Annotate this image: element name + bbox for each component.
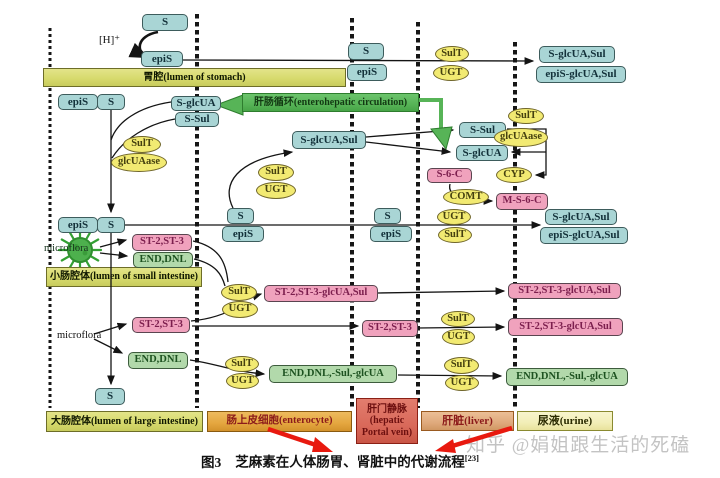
node-st23-conj-portal: ST-2,ST-3-glcUA,Sul (264, 285, 378, 302)
portal-vein-line2: (hepatic (369, 415, 405, 427)
node-enddnl-si-lumen: END,DNL (133, 252, 193, 268)
node-s-glcua-sul-urine-upper: S-glcUA,Sul (539, 46, 615, 63)
enzyme-comt-liver: COMT (443, 189, 489, 205)
node-epis-glcua-sul-urine-upper: epiS-glcUA,Sul (536, 66, 626, 83)
urine-bar: 尿液(urine) (517, 411, 613, 431)
enzyme-sult-liver-inner: SulT (508, 108, 544, 124)
enzyme-ugt-liver-low2: UGT (445, 375, 479, 391)
enzyme-ugt-liver-low1: UGT (442, 329, 475, 345)
node-ms6c-liver: M-S-6-C (496, 193, 548, 210)
node-epis-portal-upper: epiS (347, 64, 387, 81)
node-st23-portal: ST-2,ST-3 (362, 320, 418, 337)
enterohepatic-circulation-bar: 肝肠循环(enterohepatic circulation) (242, 93, 419, 112)
enzyme-ugt-enterocyte-mid: UGT (222, 301, 258, 318)
enzyme-ugt-enterocyte-low: UGT (226, 373, 259, 389)
enzyme-sult-enterocyte-upper: SulT (258, 164, 294, 181)
node-enddnl-conj-urine: END,DNL,-Sul,-glcUA (506, 368, 628, 386)
enzyme-ugt-liver-mid: UGT (437, 209, 471, 225)
enzyme-sult-stomach-lumen: SulT (123, 136, 161, 153)
node-epis-enterocyte: epiS (222, 226, 264, 242)
node-st23-si-lumen: ST-2,ST-3 (132, 234, 192, 251)
node-st23-conj-urine-lower: ST-2,ST-3-glcUA,Sul (508, 318, 623, 336)
figure-caption-text: 芝麻素在人体肠胃、肾脏中的代谢流程 (235, 454, 465, 470)
portal-vein-line3: Portal vein) (361, 426, 413, 438)
figure-caption: 图3 芝麻素在人体肠胃、肾脏中的代谢流程[23] (150, 454, 530, 469)
node-s-si-lumen: S (97, 217, 125, 233)
figure-number: 图3 (201, 454, 222, 470)
enzyme-sult-liver-upper: SulT (435, 46, 469, 62)
hepatic-portal-vein-box: 肝门静脉 (hepatic Portal vein) (356, 398, 418, 444)
portal-vein-line1: 肝门静脉 (367, 403, 407, 415)
enzyme-sult-liver-mid: SulT (438, 227, 472, 243)
node-s-portal-upper: S (348, 43, 384, 60)
enzyme-sult-liver-low2: SulT (444, 357, 479, 374)
microflora-icon (57, 227, 103, 273)
liver-bar: 肝脏(liver) (421, 411, 514, 431)
node-epis-stomach-top: epiS (141, 51, 183, 67)
node-s-glcua-stomach-lumen: S-glcUA (171, 96, 221, 111)
node-s-sul-stomach-lumen: S-Sul (175, 112, 219, 127)
figure-citation: [23] (464, 453, 479, 463)
large-intestine-lumen-bar: 大肠腔体(lumen of large intestine) (46, 411, 203, 432)
node-epis-stomach-lumen: epiS (58, 94, 98, 110)
node-st23-li-lumen: ST-2,ST-3 (132, 317, 190, 333)
node-s-stomach-lumen: S (97, 94, 125, 110)
enzyme-cyp-liver: CYP (496, 167, 532, 183)
microflora-label-large-intestine: microflora (57, 330, 102, 341)
node-epis-glcua-sul-urine-mid: epiS-glcUA,Sul (540, 227, 628, 244)
enzyme-sult-enterocyte-mid: SulT (221, 284, 257, 301)
node-s-portal-mid: S (374, 208, 401, 224)
node-enddnl-li-lumen: END,DNL (128, 352, 188, 369)
enzyme-ugt-liver-upper: UGT (433, 65, 469, 81)
hydrogen-ion-label: [H]⁺ (99, 34, 121, 46)
enzyme-glcuaase-stomach-lumen: glcUAase (111, 153, 167, 172)
enterocyte-bar: 肠上皮细胞(enterocyte) (207, 411, 352, 432)
enzyme-ugt-enterocyte-upper: UGT (256, 182, 296, 199)
node-s-glcua-sul-urine-mid: S-glcUA,Sul (545, 209, 617, 225)
node-s-glcua-sul-enterocyte: S-glcUA,Sul (292, 131, 366, 149)
enzyme-sult-enterocyte-low: SulT (225, 356, 259, 372)
node-s-li-lumen: S (95, 388, 125, 405)
node-s-glcua-liver: S-glcUA (456, 145, 508, 161)
microflora-label-small-intestine: microflora (44, 243, 89, 254)
node-s-enterocyte: S (227, 208, 254, 224)
watermark-text: 知乎 @娟姐跟生活的死磕 (466, 435, 691, 456)
node-st23-conj-urine-upper: ST-2,ST-3-glcUA,Sul (508, 283, 621, 299)
small-intestine-lumen-bar: 小肠腔体(lumen of small intestine) (46, 267, 202, 287)
node-epis-si-lumen: epiS (58, 217, 98, 233)
enzyme-glcuaase-liver: glcUAase (494, 128, 548, 147)
node-enddnl-conj-portal: END,DNL,-Sul,-glcUA (269, 365, 397, 383)
node-epis-portal-mid: epiS (370, 226, 412, 242)
enzyme-sult-liver-low1: SulT (441, 311, 475, 327)
stomach-lumen-bar: 胃腔(lumen of stomach) (43, 68, 346, 87)
node-s-stomach-top: S (142, 14, 188, 31)
node-s6c-liver: S-6-C (427, 168, 472, 183)
